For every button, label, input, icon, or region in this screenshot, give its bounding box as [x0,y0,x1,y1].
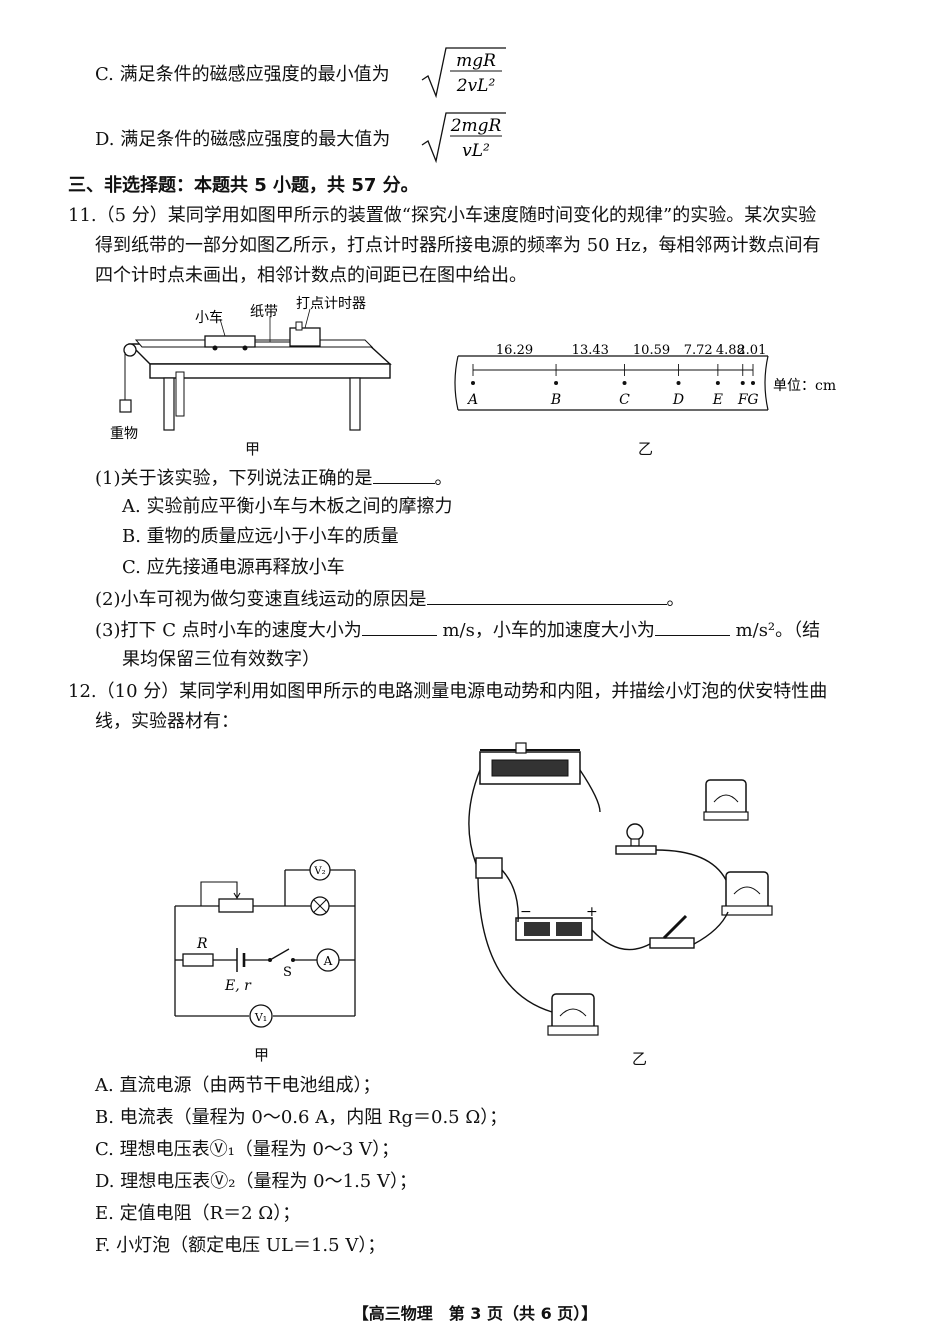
tape-point-E: E [712,392,723,408]
frac-c-num: mgR [456,51,496,71]
figure-apparatus-photo: − + [468,742,773,1036]
ammeter-device-icon [721,871,773,916]
q11-part1-end: 。 [434,468,453,489]
resistor-icon [182,953,214,967]
tape-distance-4: 4.88 [716,343,745,358]
rheostat-device-icon [479,742,581,785]
tape-unit: 单位：cm [773,378,836,394]
tape-dot-C [622,381,627,385]
q11-stem-3: 四个计时点未画出，相邻计数点的间距已在图中给出。 [95,265,527,286]
tape-point-G: G [747,392,758,408]
q11-part1-text: (1)关于该实验，下列说法正确的是 [95,468,373,489]
tape-dot-F [740,381,745,385]
lamp-device-icon [615,823,657,855]
answer-blank-4[interactable] [654,617,730,636]
tape-distance-3: 7.72 [684,343,713,358]
q11-part3-line2: 果均保留三位有效数字） [122,649,320,670]
q12-item-d: D. 理想电压表Ⓥ₂（量程为 0～1.5 V）； [95,1171,417,1192]
tape-dot-G [751,381,755,385]
label-v2: V₂ [313,866,325,877]
connector-device-icon [475,857,503,879]
option-c: C. 满足条件的磁感应强度的最小值为 [95,62,390,88]
figure-cart-apparatus: 小车 纸带 打点计时器 重物 [110,295,392,442]
q11-part2-end: 。 [666,589,685,610]
answer-blank-2[interactable] [426,586,667,605]
battery-plus: + [586,904,598,920]
voltmeter-v2-icon [309,859,331,881]
q12-item-a: A. 直流电源（由两节干电池组成）； [95,1075,381,1096]
tape-dot-A [471,381,475,385]
label-car: 小车 [195,309,223,326]
q11-option-c: C. 应先接通电源再释放小车 [122,557,345,578]
voltmeter-bottom-device-icon [547,993,599,1036]
label-s: S [283,965,292,980]
frac-d-den: vL² [462,141,490,161]
q12-item-c: C. 理想电压表Ⓥ₁（量程为 0～3 V）； [95,1139,400,1160]
frac-d-num: 2mgR [450,116,502,136]
label-weight: 重物 [110,426,138,442]
q11-part3-a: (3)打下 C 点时小车的速度大小为 [95,620,362,641]
tape-dot-D [676,381,681,385]
sqrt-formula-d: 2mgR vL² [421,112,506,164]
caption-yi-2: 乙 [632,1050,648,1068]
q11-part1: (1)关于该实验，下列说法正确的是 。 [95,465,453,492]
label-tape: 纸带 [250,304,278,320]
sqrt-formula-c: mgR 2vL² [421,47,506,99]
caption-yi-1: 乙 [638,440,654,458]
tape-distance-2: 10.59 [633,343,670,358]
q11-option-b: B. 重物的质量应远小于小车的质量 [122,526,399,547]
label-r: R [196,936,208,952]
battery-minus: − [520,904,532,920]
battery-device-icon: − + [515,904,598,941]
tape-point-A: A [466,392,478,408]
tape-point-F: F [737,392,749,408]
option-d: D. 满足条件的磁感应强度的最大值为 [95,127,390,153]
tape-point-D: D [672,392,684,408]
label-er: E, r [224,978,252,994]
caption-jia-1: 甲 [245,440,261,458]
label-timer: 打点计时器 [296,295,366,312]
tape-point-B: B [550,392,561,408]
tape-dot-E [715,381,720,385]
switch-icon [269,948,290,961]
q11-part3: (3)打下 C 点时小车的速度大小为 m/s，小车的加速度大小为 m/s²。（结 [95,617,820,644]
figure-circuit: V₁ V₂ A R E, r S [174,859,356,1028]
tape-distance-0: 16.29 [496,343,533,358]
tape-distance-1: 13.43 [572,343,609,358]
q11-part3-b: m/s，小车的加速度大小为 [442,620,655,641]
q12-stem-1: 12.（10 分）某同学利用如图甲所示的电路测量电源电动势和内阻，并描绘小灯泡的… [68,681,828,702]
label-v1: V₁ [254,1011,267,1024]
option-d-text: D. 满足条件的磁感应强度的最大值为 [95,129,391,150]
caption-jia-2: 甲 [254,1046,270,1064]
tape-point-C: C [619,392,630,408]
answer-blank-1[interactable] [372,465,435,484]
page-footer: 【高三物理 第 3 页（共 6 页）】 [352,1304,598,1323]
tape-distance-5: 2.01 [737,343,766,358]
tape-dot-B [554,381,559,385]
q11-stem-2: 得到纸带的一部分如图乙所示，打点计时器所接电源的频率为 50 Hz，每相邻两计数… [95,235,821,256]
knife-switch-device-icon [649,914,695,949]
section-title: 三、非选择题：本题共 5 小题，共 57 分。 [68,175,419,196]
option-c-text: C. 满足条件的磁感应强度的最小值为 [95,64,390,85]
voltmeter-v1-icon [249,1004,273,1028]
q11-stem-1: 11.（5 分）某同学用如图甲所示的装置做“探究小车速度随时间变化的规律”的实验… [68,205,817,226]
q12-item-e: E. 定值电阻（R＝2 Ω）； [95,1203,301,1224]
rheostat-icon [218,898,254,913]
q12-item-b: B. 电流表（量程为 0～0.6 A，内阻 Rg＝0.5 Ω）； [95,1107,508,1128]
label-a: A [323,954,333,968]
q12-item-f: F. 小灯泡（额定电压 UL＝1.5 V）； [95,1235,386,1256]
voltmeter-v-device-icon [703,779,749,821]
answer-blank-3[interactable] [361,617,437,636]
q11-part2: (2)小车可视为做匀变速直线运动的原因是 。 [95,586,685,613]
q11-part2-text: (2)小车可视为做匀变速直线运动的原因是 [95,589,427,610]
q12-stem-2: 线，实验器材有： [95,711,239,732]
frac-c-den: 2vL² [456,76,496,96]
q11-part3-c: m/s²。（结 [735,620,821,641]
q11-option-a: A. 实验前应平衡小车与木板之间的摩擦力 [122,496,453,517]
